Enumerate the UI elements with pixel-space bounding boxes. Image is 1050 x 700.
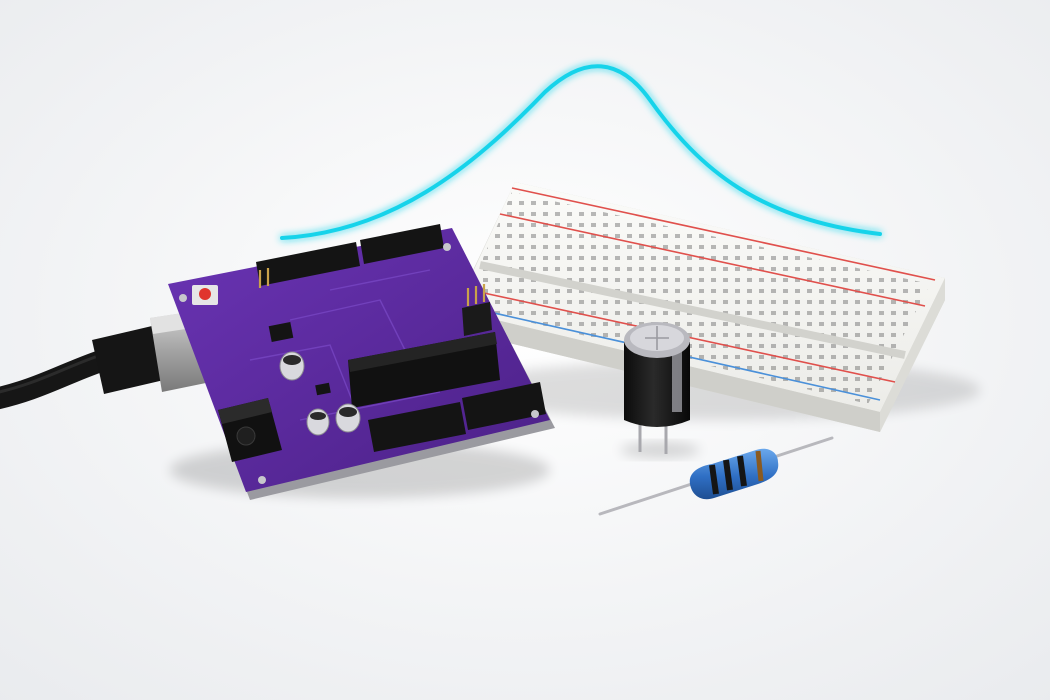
pulse-waveform-icon: [280, 64, 882, 240]
capacitor-icon: [620, 322, 700, 458]
breadboard-icon: [455, 182, 980, 432]
resistor-icon: [598, 436, 834, 516]
microcontroller-board-icon: [168, 224, 555, 500]
